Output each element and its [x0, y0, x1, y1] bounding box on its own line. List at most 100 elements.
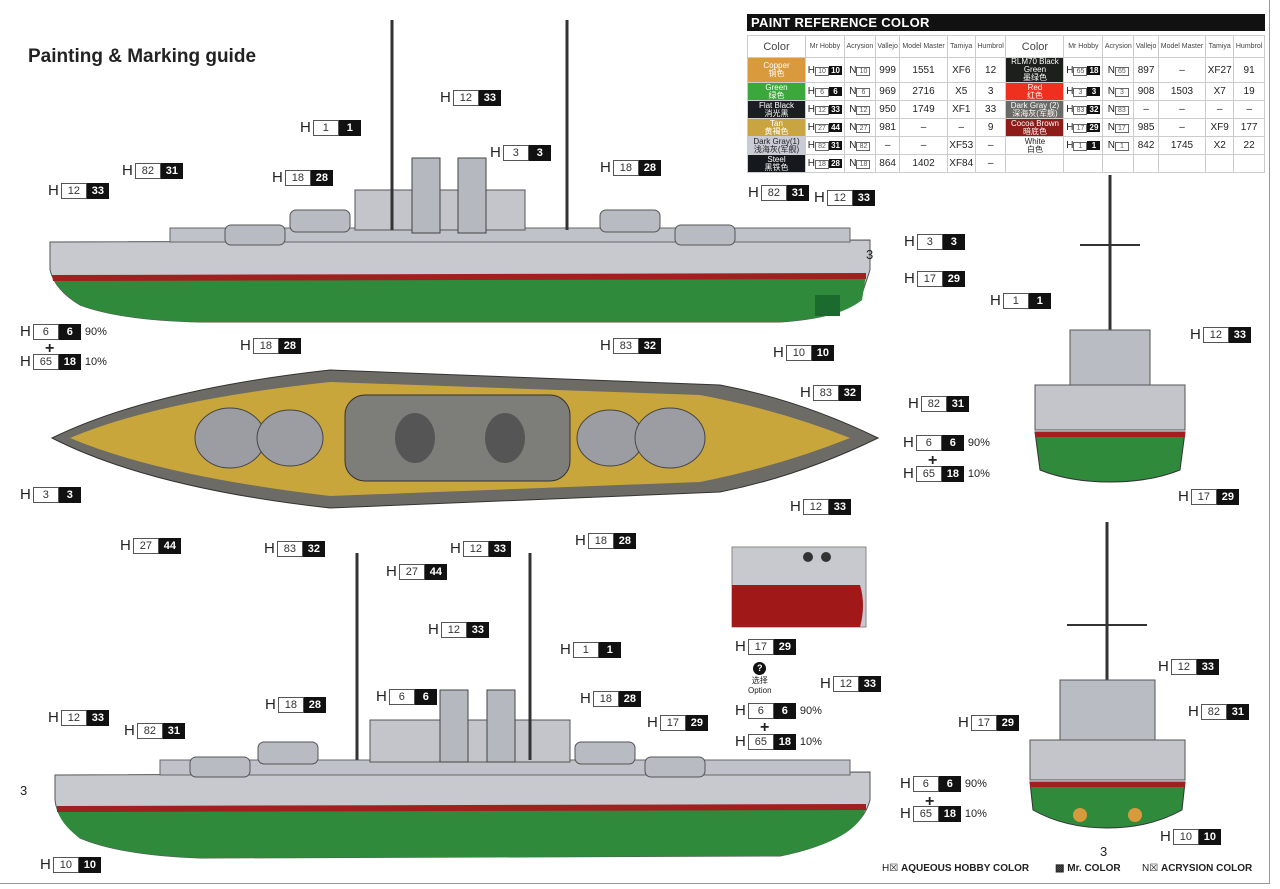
mm-code: – [899, 136, 948, 155]
humbrol-code: – [974, 136, 1007, 155]
humbrol-code: 33 [974, 100, 1007, 119]
mix-percent: 90% [799, 704, 822, 717]
callout-prefix: H [300, 119, 311, 136]
mr-color-code: 28 [278, 337, 301, 354]
humbrol-code: 91 [1233, 57, 1265, 83]
vallejo-code: 981 [874, 118, 901, 137]
tamiya-code: XF1 [946, 100, 976, 119]
mr-color-code: 33 [828, 498, 851, 515]
aqueous-code: 1 [1002, 292, 1029, 309]
callout-prefix: H [900, 805, 911, 822]
color-swatch: Dark Gray(1)浅海灰(军舰) [747, 136, 806, 155]
callout-prefix: H [958, 714, 969, 731]
humbrol-code: 19 [1233, 82, 1265, 101]
vallejo-code: 842 [1133, 136, 1159, 155]
legend-mr-color: ▩ Mr. COLOR [1055, 863, 1121, 874]
vallejo-code: – [1133, 100, 1159, 119]
aqueous-code: 10 [785, 344, 812, 361]
aqueous-code: 82 [920, 395, 947, 412]
aqueous-code: 10 [52, 856, 79, 873]
tamiya-code: X5 [946, 82, 976, 101]
column-header: Tamiya [1205, 35, 1235, 58]
side-view-port [49, 20, 871, 323]
mix-percent: 10% [799, 735, 822, 748]
mm-code: – [899, 118, 948, 137]
mr-color-code: 6 [414, 688, 437, 705]
humbrol-code: 3 [974, 82, 1007, 101]
vallejo-code: – [874, 136, 901, 155]
callout-prefix: H [1190, 326, 1201, 343]
callout-prefix: H [124, 722, 135, 739]
column-header: Color [1005, 35, 1065, 58]
mr-color-code: 6 [773, 702, 796, 719]
callout-prefix: H [904, 270, 915, 287]
callout-prefix: H [903, 434, 914, 451]
mr-color-code: 33 [852, 189, 875, 206]
column-header: Acrysion [843, 35, 876, 58]
aqueous-code: 65 [747, 733, 774, 750]
mr-color-code: 33 [1196, 658, 1219, 675]
plus-sign: + [760, 719, 770, 736]
callout-prefix: H [428, 621, 439, 638]
callout-prefix: H [900, 775, 911, 792]
humbrol-code: – [974, 154, 1007, 173]
legend-aqueous: H☒ AQUEOUS HOBBY COLOR [882, 863, 1030, 874]
humbrol-code: 9 [974, 118, 1007, 137]
callout-prefix: H [265, 696, 276, 713]
vallejo-code: 908 [1133, 82, 1159, 101]
mr-color-code: 32 [302, 540, 325, 557]
mm-code: 2716 [899, 82, 948, 101]
vallejo-code: 897 [1133, 57, 1159, 83]
aqueous-code: 12 [462, 540, 489, 557]
mr-color-code: 28 [618, 690, 641, 707]
aqueous-code: 12 [1202, 326, 1229, 343]
aqueous-code: 12 [440, 621, 467, 638]
aqueous-code: 82 [134, 162, 161, 179]
mr-color-code: 3 [58, 486, 81, 503]
callout-prefix: H [575, 532, 586, 549]
mr-color-code: 33 [488, 540, 511, 557]
callout-prefix: H [490, 144, 501, 161]
tamiya-code: XF84 [946, 154, 976, 173]
mr-color-code: 10 [1198, 828, 1221, 845]
aqueous-code: 10 [1172, 828, 1199, 845]
option-label: Option [748, 686, 772, 695]
callout-prefix: H [735, 733, 746, 750]
aqueous-code: 12 [452, 89, 479, 106]
mr-color-code: 3 [528, 144, 551, 161]
mr-color-code: 44 [424, 563, 447, 580]
callout-prefix: H [904, 233, 915, 250]
mm-code: – [1157, 100, 1207, 119]
humbrol-code: 22 [1233, 136, 1265, 155]
tamiya-code: XF53 [946, 136, 976, 155]
column-header: Mr Hobby [1063, 35, 1104, 58]
mr-color-code: 6 [938, 775, 961, 792]
aqueous-code: 6 [388, 688, 415, 705]
mr-color-code: 1 [338, 119, 361, 136]
column-header: Mr Hobby [805, 35, 845, 58]
hull-green [52, 275, 866, 322]
